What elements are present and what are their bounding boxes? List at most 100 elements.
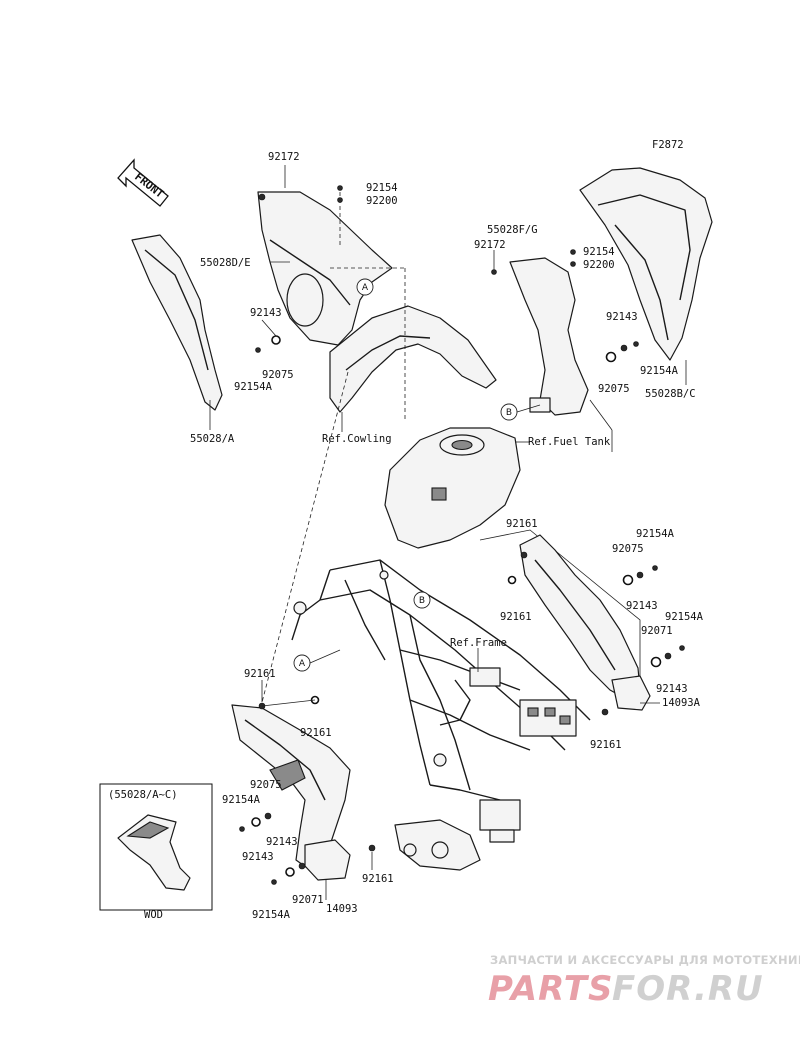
label-92071-b: 92071 xyxy=(292,894,324,906)
label-92143-e: 92143 xyxy=(242,851,274,863)
bolt-92172-b xyxy=(491,269,497,275)
marker-b-top-label: B xyxy=(506,408,512,418)
grommet-92075-b xyxy=(605,351,617,363)
inset-title: (55028/A~C) xyxy=(108,789,178,801)
label-55028A: 55028/A xyxy=(190,433,235,445)
label-92161-e: 92161 xyxy=(300,727,332,739)
marker-a-top xyxy=(356,278,374,296)
label-92161-c: 92161 xyxy=(590,739,622,751)
label-92161-b: 92161 xyxy=(500,611,532,623)
bolt-92154A-e xyxy=(239,826,245,832)
bolt-92154A-d xyxy=(679,645,685,651)
grommet-92071-b xyxy=(298,862,306,870)
label-92154A-b: 92154A xyxy=(640,365,679,377)
label-55028BC: 55028B/C xyxy=(645,388,696,400)
bracket-14093 xyxy=(304,839,351,881)
bolt-92154A-b xyxy=(633,341,639,347)
ref-fuel-tank-label: Ref.Fuel Tank xyxy=(528,436,611,448)
label-92143-c: 92143 xyxy=(626,600,658,612)
bolt-92154-a xyxy=(337,185,343,191)
watermark-for-ru: FOR.RU xyxy=(612,969,764,1009)
leader-marker-b-top xyxy=(516,404,541,413)
label-92071-a: 92071 xyxy=(641,625,673,637)
label-92172-a: 92172 xyxy=(268,151,300,163)
label-55028DE: 55028D/E xyxy=(200,257,251,269)
grommet-92143-a xyxy=(271,335,281,345)
label-92075-d: 92075 xyxy=(250,779,282,791)
fuel-tank-mount xyxy=(431,487,447,501)
label-92143-d: 92143 xyxy=(656,683,688,695)
cowling-ref xyxy=(329,305,497,413)
leader-92143-a xyxy=(261,319,277,337)
grommet-92143-f xyxy=(285,867,295,877)
upper-cowl-opening xyxy=(286,273,324,327)
label-92143-a: 92143 xyxy=(250,307,282,319)
label-14093: 14093 xyxy=(326,903,358,915)
label-92154A-e: 92154A xyxy=(222,794,261,806)
fuel-tank-ref xyxy=(384,427,521,549)
marker-b-lower xyxy=(413,591,431,609)
bolt-92154A-a xyxy=(255,347,261,353)
label-92143-f: 92143 xyxy=(266,836,298,848)
label-92075-c: 92075 xyxy=(612,543,644,555)
dash-guide-a-left xyxy=(259,371,349,711)
bracket-14093A xyxy=(611,675,651,711)
inset-box xyxy=(99,783,213,911)
ref-cowling-label: Ref.Cowling xyxy=(322,433,392,445)
lower-fairing-left-vent xyxy=(269,759,306,791)
clip-92161-b xyxy=(507,575,517,585)
label-92154-b: 92154 xyxy=(583,246,615,258)
lower-fairing-right-crease xyxy=(534,559,616,671)
upper-cowl-55028FG xyxy=(509,257,589,416)
label-92200-a: 92200 xyxy=(366,195,398,207)
label-92075-a: 92075 xyxy=(262,369,294,381)
side-panel-bc-crease xyxy=(597,194,691,301)
label-92154A-c: 92154A xyxy=(636,528,675,540)
leader-92161-d-e xyxy=(261,699,316,707)
cowling-crease xyxy=(345,335,431,371)
side-panel-55028A xyxy=(131,234,223,411)
grommet-92075-c xyxy=(636,571,644,579)
bracket-right-lower xyxy=(479,529,641,680)
grommet-92143-e xyxy=(251,817,261,827)
watermark-parts: PARTS xyxy=(488,969,613,1009)
grommet-92075-d xyxy=(264,812,272,820)
washer-92200-a xyxy=(337,197,343,203)
bolt-92154A-c xyxy=(652,565,658,571)
washer-92200-b xyxy=(570,261,576,267)
clip-92161-a xyxy=(520,551,528,559)
side-panel-bc-inner xyxy=(614,224,669,341)
label-92161-d: 92161 xyxy=(244,668,276,680)
label-92172-b: 92172 xyxy=(474,239,506,251)
upper-cowl-crease xyxy=(269,239,351,306)
clip-92161-c xyxy=(601,708,609,716)
clip-92161-f xyxy=(368,844,376,852)
bolt-92154-b xyxy=(570,249,576,255)
bolt-92172-a xyxy=(258,193,266,201)
label-92154A-a: 92154A xyxy=(234,381,273,393)
frame-ref xyxy=(291,559,591,871)
bolt-92154A-f xyxy=(271,879,277,885)
grommet-92143-c xyxy=(622,574,634,586)
label-92143-b: 92143 xyxy=(606,311,638,323)
label-14093A: 14093A xyxy=(662,697,701,709)
grommet-92071-a xyxy=(664,652,672,660)
label-92154A-f: 92154A xyxy=(252,909,291,921)
leader-marker-a-lower xyxy=(309,649,341,664)
lower-fairing-left-crease xyxy=(244,719,326,801)
inset-caption: WOD xyxy=(144,909,163,921)
label-92154A-d: 92154A xyxy=(665,611,704,623)
label-92161-a: 92161 xyxy=(506,518,538,530)
front-direction-arrow: FRONT xyxy=(117,158,169,207)
marker-a-top-label: A xyxy=(362,283,369,293)
figure-code: F2872 xyxy=(652,139,684,151)
leader-fuel-tank-box-right xyxy=(589,399,613,431)
grommet-92143-b xyxy=(620,344,628,352)
label-92161-f: 92161 xyxy=(362,873,394,885)
marker-b-lower-label: B xyxy=(419,596,425,606)
label-92154-a: 92154 xyxy=(366,182,398,194)
label-55028FG: 55028F/G xyxy=(487,224,538,236)
ref-frame-label: Ref.Frame xyxy=(450,637,507,649)
